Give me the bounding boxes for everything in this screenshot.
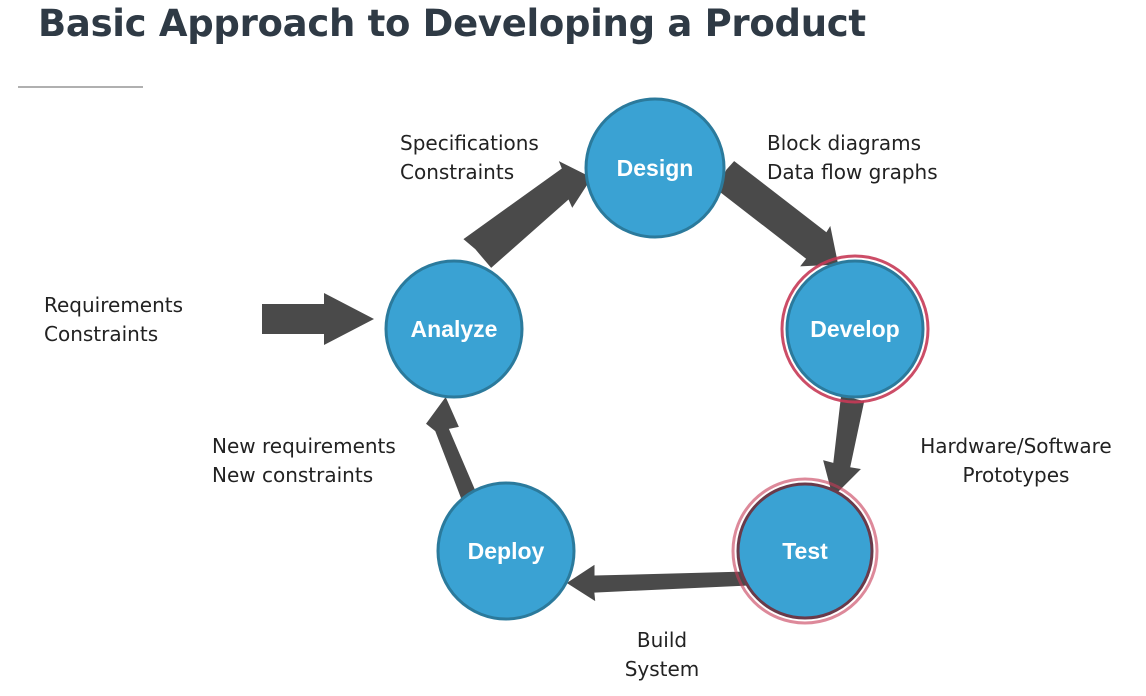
develop-circle <box>785 259 925 399</box>
node-test: Test <box>731 477 879 625</box>
deploy-label: Deploy <box>468 538 545 564</box>
slide-title: Basic Approach to Developing a Product <box>38 2 866 45</box>
annotation-input-line2: Constraints <box>44 322 158 346</box>
node-design: Design <box>584 97 726 239</box>
test-highlight-ring <box>731 477 879 625</box>
annotation-newreq-line2: New constraints <box>212 463 373 487</box>
annotation-newreq-line1: New requirements <box>212 434 396 458</box>
node-develop: Develop <box>780 254 930 404</box>
title-underline <box>18 86 143 88</box>
develop-label: Develop <box>810 316 899 342</box>
node-analyze: Analyze <box>384 259 524 399</box>
design-label: Design <box>617 155 694 181</box>
annotation-spec-line2: Constraints <box>400 160 514 184</box>
test-circle <box>736 482 874 620</box>
annotation-proto-line2: Prototypes <box>963 463 1070 487</box>
deploy-circle <box>436 481 576 621</box>
annotation-analyze-to-design: Specifications Constraints <box>400 131 539 184</box>
annotation-block-line1: Block diagrams <box>767 131 921 155</box>
arrow-test-to-deploy <box>561 559 751 607</box>
analyze-circle <box>384 259 524 399</box>
annotation-design-to-develop: Block diagrams Data flow graphs <box>767 131 938 184</box>
annotation-input: Requirements Constraints <box>44 293 183 346</box>
annotation-spec-line1: Specifications <box>400 131 539 155</box>
annotation-build-line2: System <box>625 657 700 681</box>
annotation-deploy-to-analyze: New requirements New constraints <box>212 434 396 487</box>
design-circle <box>584 97 726 239</box>
analyze-label: Analyze <box>411 316 498 342</box>
annotation-input-line1: Requirements <box>44 293 183 317</box>
annotation-proto-line1: Hardware/Software <box>920 434 1111 458</box>
cycle-arrows <box>421 154 868 607</box>
annotation-build-line1: Build <box>637 628 687 652</box>
annotation-block-line2: Data flow graphs <box>767 160 938 184</box>
develop-highlight-ring <box>780 254 930 404</box>
annotation-test-to-deploy: Build System <box>625 628 700 681</box>
input-arrow <box>262 293 374 345</box>
node-deploy: Deploy <box>436 481 576 621</box>
annotation-develop-to-test: Hardware/Software Prototypes <box>920 434 1111 487</box>
test-label: Test <box>782 538 828 564</box>
